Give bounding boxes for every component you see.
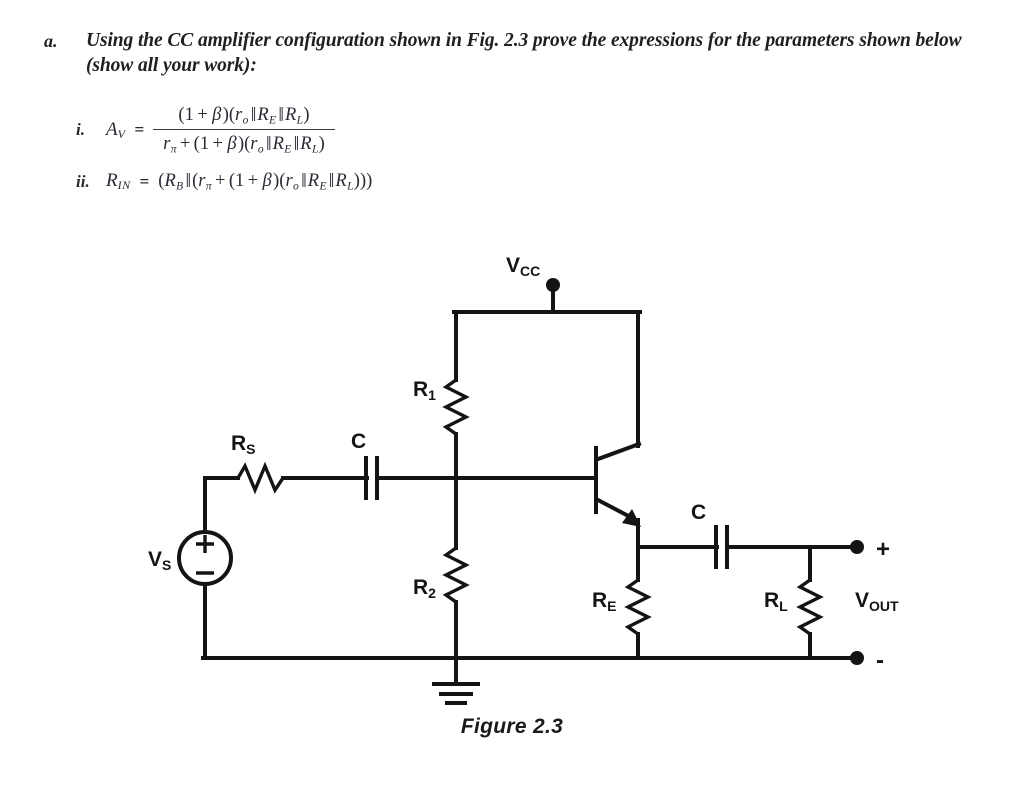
vs-label: VS <box>148 548 171 573</box>
resistor-re-zigzag <box>624 578 652 636</box>
resistor-rl-zigzag <box>796 578 824 636</box>
figure-caption: Figure 2.3 <box>460 715 564 738</box>
r2-label-sub: 2 <box>428 585 436 601</box>
vs-label-main: V <box>148 548 162 571</box>
r1-label-sub: 1 <box>428 387 436 403</box>
formula-fraction-av: (1+β)(ro‖RE‖RL) rπ+(1+β)(ro‖RE‖RL) <box>153 104 335 156</box>
output-terminal-positive <box>850 540 864 554</box>
question-row: a. Using the CC amplifier configuration … <box>44 28 996 78</box>
vout-label: VOUT <box>855 589 899 614</box>
vout-label-sub: OUT <box>869 598 899 614</box>
formula-lhs-av: AV <box>106 119 125 142</box>
vcc-label-main: V <box>506 254 520 277</box>
question-marker: a. <box>44 31 58 51</box>
formula-numerator-av: (1+β)(ro‖RE‖RL) <box>153 104 335 130</box>
formula-list: i. AV = (1+β)(ro‖RE‖RL) rπ+(1+β)(ro‖RE‖R… <box>76 104 776 199</box>
r2-label-main: R <box>413 576 428 599</box>
formula-lhs-sub-av: V <box>117 126 126 141</box>
vcc-label-sub: CC <box>520 263 540 279</box>
resistor-r1-zigzag <box>442 378 470 436</box>
capacitor-output-label: C <box>691 501 706 524</box>
vcc-label: VCC <box>506 254 540 279</box>
formula-lhs-sub-rin: IN <box>117 178 131 192</box>
transistor-collector-lead <box>595 441 642 462</box>
r1-label: R1 <box>413 378 436 403</box>
rs-label-main: R <box>231 432 246 455</box>
rl-label: RL <box>764 589 788 614</box>
formula-lhs-rin: RIN <box>106 170 131 193</box>
rs-label-sub: S <box>246 441 255 457</box>
re-label-main: R <box>592 589 607 612</box>
formula-marker-i: i. <box>76 120 85 139</box>
resistor-rs-zigzag <box>236 461 285 495</box>
formula-marker-ii: ii. <box>76 171 90 191</box>
vout-label-main: V <box>855 589 869 612</box>
r2-label: R2 <box>413 576 436 601</box>
rl-label-main: R <box>764 589 779 612</box>
question-block: a. Using the CC amplifier configuration … <box>44 28 996 78</box>
formula-item-av: i. AV = (1+β)(ro‖RE‖RL) rπ+(1+β)(ro‖RE‖R… <box>76 104 776 156</box>
vcc-node-dot <box>546 278 560 292</box>
formula-expression-rin: (RB‖(rπ+(1+β)(ro‖RE‖RL))) <box>158 170 373 193</box>
formula-denominator-av: rπ+(1+β)(ro‖RE‖RL) <box>163 133 325 156</box>
capacitor-input-label: C <box>351 430 366 453</box>
formula-equals-rin: = <box>139 171 150 191</box>
re-label: RE <box>592 589 617 614</box>
vs-label-sub: S <box>162 557 171 573</box>
rs-label: RS <box>231 432 256 457</box>
rl-label-sub: L <box>779 598 788 614</box>
formula-lhs-main-rin: R <box>106 170 118 191</box>
formula-equals-av: = <box>134 120 145 139</box>
terminal-minus-label: - <box>876 647 884 674</box>
terminal-plus-label: + <box>876 536 890 563</box>
r1-label-main: R <box>413 378 428 401</box>
circuit-diagram: VCC R1 R2 VS <box>0 232 1024 742</box>
re-label-sub: E <box>607 598 616 614</box>
question-text: Using the CC amplifier configuration sho… <box>86 30 962 76</box>
formula-lhs-main-av: A <box>106 118 118 140</box>
resistor-r2-zigzag <box>442 546 470 604</box>
formula-item-rin: ii. RIN = (RB‖(rπ+(1+β)(ro‖RE‖RL))) <box>76 170 776 193</box>
